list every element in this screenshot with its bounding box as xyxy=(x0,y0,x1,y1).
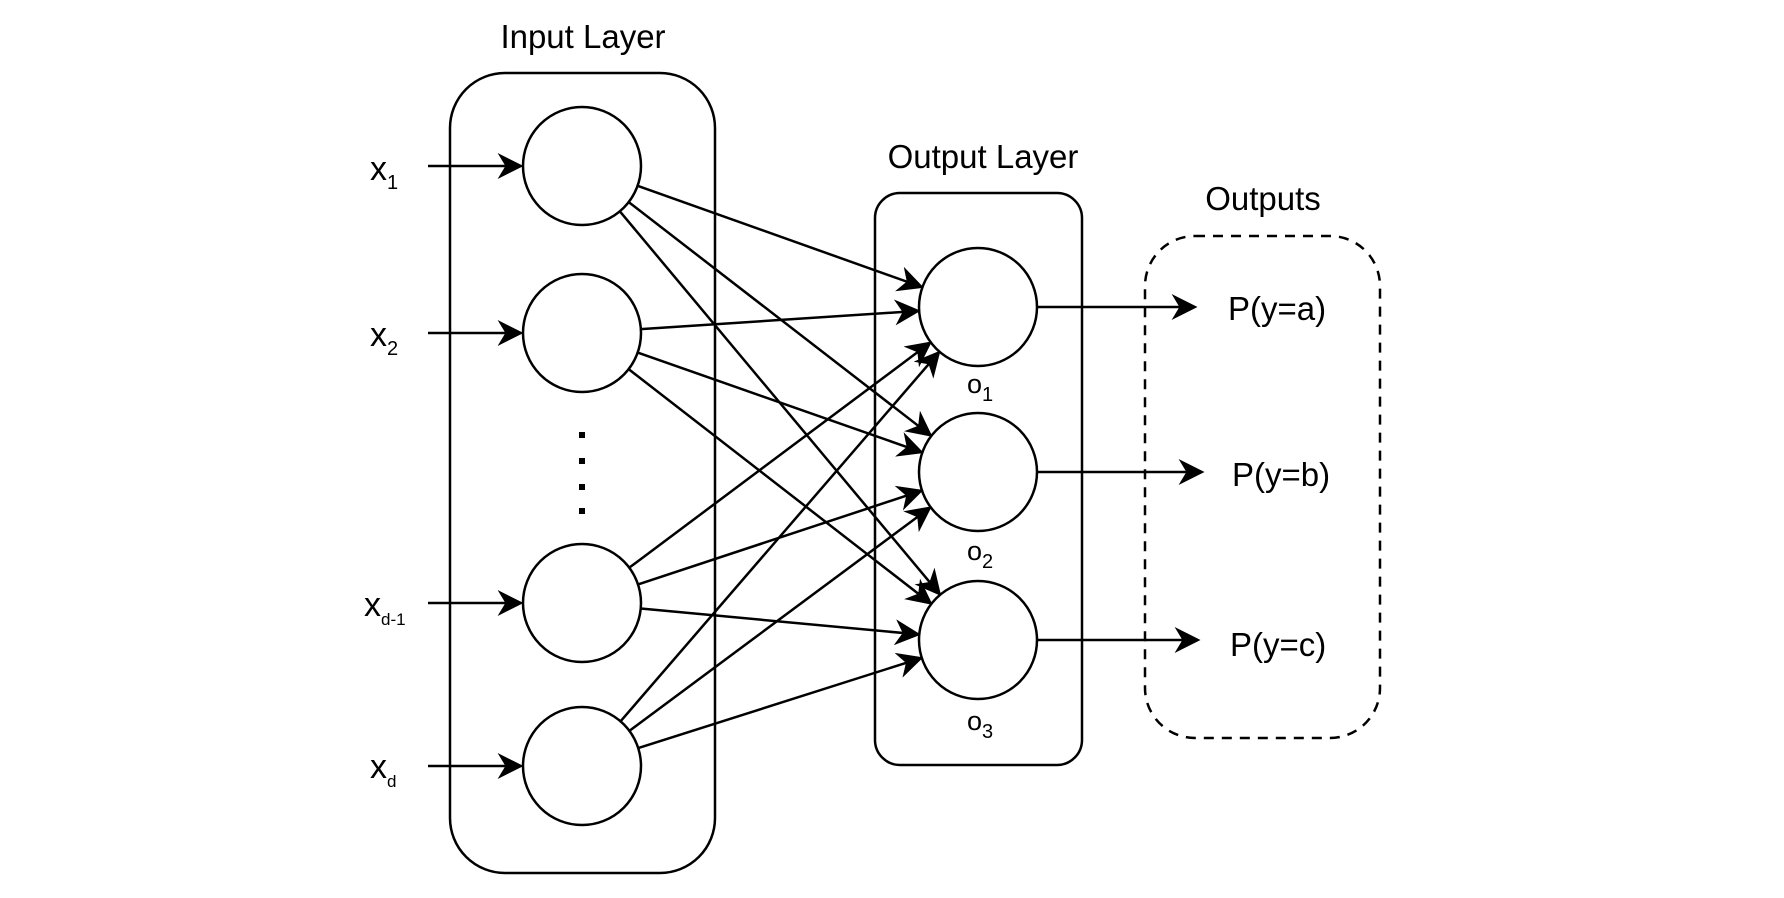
output-label-o3: o3 xyxy=(967,706,993,743)
ellipsis-dots xyxy=(579,432,585,514)
output-layer-box xyxy=(873,191,1084,767)
probability-label-a: P(y=a) xyxy=(1228,290,1326,327)
input-label-x2: x2 xyxy=(370,316,398,360)
input-node xyxy=(521,542,643,664)
connection-edge xyxy=(637,184,924,292)
input-layer-title: Input Layer xyxy=(500,18,665,55)
connection-edge xyxy=(627,368,933,605)
outputs-box xyxy=(1143,234,1382,740)
connection-edge xyxy=(637,652,924,750)
input-label-x1: x1 xyxy=(370,150,398,194)
probability-label-b: P(y=b) xyxy=(1232,456,1330,493)
input-node xyxy=(521,272,643,394)
connection-edges xyxy=(618,184,942,750)
output-node xyxy=(917,579,1039,701)
output-label-o2: o2 xyxy=(967,536,993,573)
connection-edge xyxy=(628,506,932,732)
connection-edge xyxy=(628,341,933,569)
outputs-title: Outputs xyxy=(1205,180,1321,217)
input-node xyxy=(521,105,643,227)
input-node xyxy=(521,705,643,827)
output-label-o1: o1 xyxy=(967,369,993,406)
connection-edge xyxy=(640,299,921,331)
connection-edge xyxy=(619,350,941,723)
input-layer-box xyxy=(448,71,717,875)
output-node xyxy=(917,246,1039,368)
output-arrows xyxy=(1037,294,1205,653)
output-layer-title: Output Layer xyxy=(888,138,1079,175)
output-node xyxy=(917,411,1039,533)
input-label-xd: xd xyxy=(370,748,396,791)
connection-edge xyxy=(627,201,933,437)
connection-edge xyxy=(640,607,921,646)
probability-label-c: P(y=c) xyxy=(1230,626,1326,663)
connection-edge xyxy=(637,351,924,457)
input-label-xd-1: xd-1 xyxy=(364,586,406,629)
input-arrows xyxy=(428,153,524,779)
